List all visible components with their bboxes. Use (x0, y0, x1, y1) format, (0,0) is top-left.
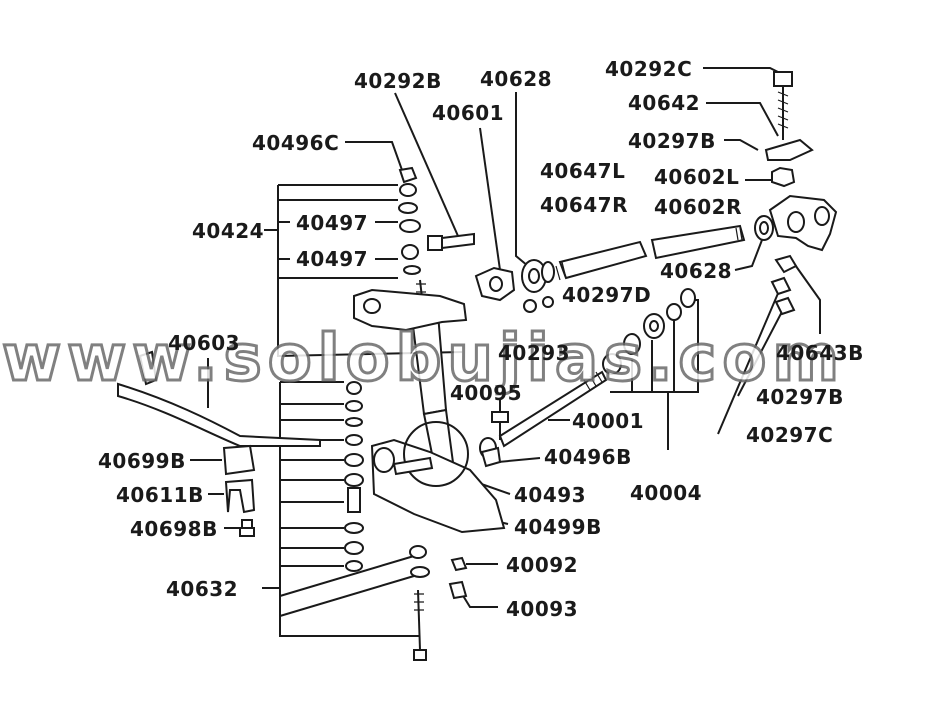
label-40602R: 40602R (654, 195, 742, 219)
label-40496C: 40496C (252, 131, 339, 155)
bushing-40699B (222, 444, 256, 476)
label-40424: 40424 (192, 219, 264, 243)
label-40643B: 40643B (776, 341, 864, 365)
nut-40093 (448, 580, 468, 600)
label-40647R: 40647R (540, 193, 628, 217)
upper-bracket (353, 288, 468, 332)
label-40628-mid: 40628 (660, 259, 732, 283)
label-40297B-top: 40297B (628, 129, 716, 153)
clip-40643B (774, 254, 798, 274)
watermark: www.solobujias.com (2, 322, 845, 396)
nut-40297B-right (774, 296, 796, 316)
label-40293: 40293 (498, 341, 570, 365)
label-40699B: 40699B (98, 449, 186, 473)
stack-40496C (398, 166, 421, 275)
stack-40632 (344, 381, 364, 572)
leader-lines (190, 67, 821, 637)
bolt-40632 (409, 545, 430, 661)
nut-40297B-top (771, 166, 796, 188)
label-40093: 40093 (506, 597, 578, 621)
nut-40297C (770, 276, 792, 296)
detail-circle (403, 421, 469, 487)
label-40496B: 40496B (544, 445, 632, 469)
label-40603: 40603 (168, 331, 240, 355)
label-40497-a: 40497 (296, 211, 368, 235)
washer-40293 (523, 299, 537, 313)
label-40628-top: 40628 (480, 67, 552, 91)
label-40297B-right: 40297B (756, 385, 844, 409)
parts (117, 71, 838, 661)
washers-40004 (602, 288, 696, 375)
torsion-bar-40647 (555, 224, 746, 281)
label-40095: 40095 (450, 381, 522, 405)
stabilizer-bar-40603 (117, 350, 321, 447)
label-40292C: 40292C (605, 57, 692, 81)
label-40493: 40493 (514, 483, 586, 507)
label-40297D: 40297D (562, 283, 651, 307)
label-40602L: 40602L (654, 165, 739, 189)
label-40647L: 40647L (540, 159, 625, 183)
label-40499B: 40499B (514, 515, 602, 539)
bolt-40292B (427, 232, 475, 251)
label-40642: 40642 (628, 91, 700, 115)
bracket-40642 (764, 138, 814, 161)
part-labels: 40292B 40628 40292C 40601 40642 40496C 4… (98, 57, 864, 621)
bracket-40611B (224, 478, 256, 514)
nut-40092 (450, 556, 468, 572)
label-40292B: 40292B (354, 69, 442, 93)
label-40698B: 40698B (130, 517, 218, 541)
bracket-40496B (480, 446, 502, 468)
label-40297C-right: 40297C (746, 423, 833, 447)
label-40497-b: 40497 (296, 247, 368, 271)
label-40632: 40632 (166, 577, 238, 601)
label-40001: 40001 (572, 409, 644, 433)
bolt-40292C (773, 71, 793, 140)
bolt-40698B (239, 519, 255, 537)
label-40092: 40092 (506, 553, 578, 577)
label-40004: 40004 (630, 481, 702, 505)
bolt-40095 (491, 411, 509, 440)
label-40611B: 40611B (116, 483, 204, 507)
label-40601: 40601 (432, 101, 504, 125)
nut-40297D (542, 296, 554, 308)
